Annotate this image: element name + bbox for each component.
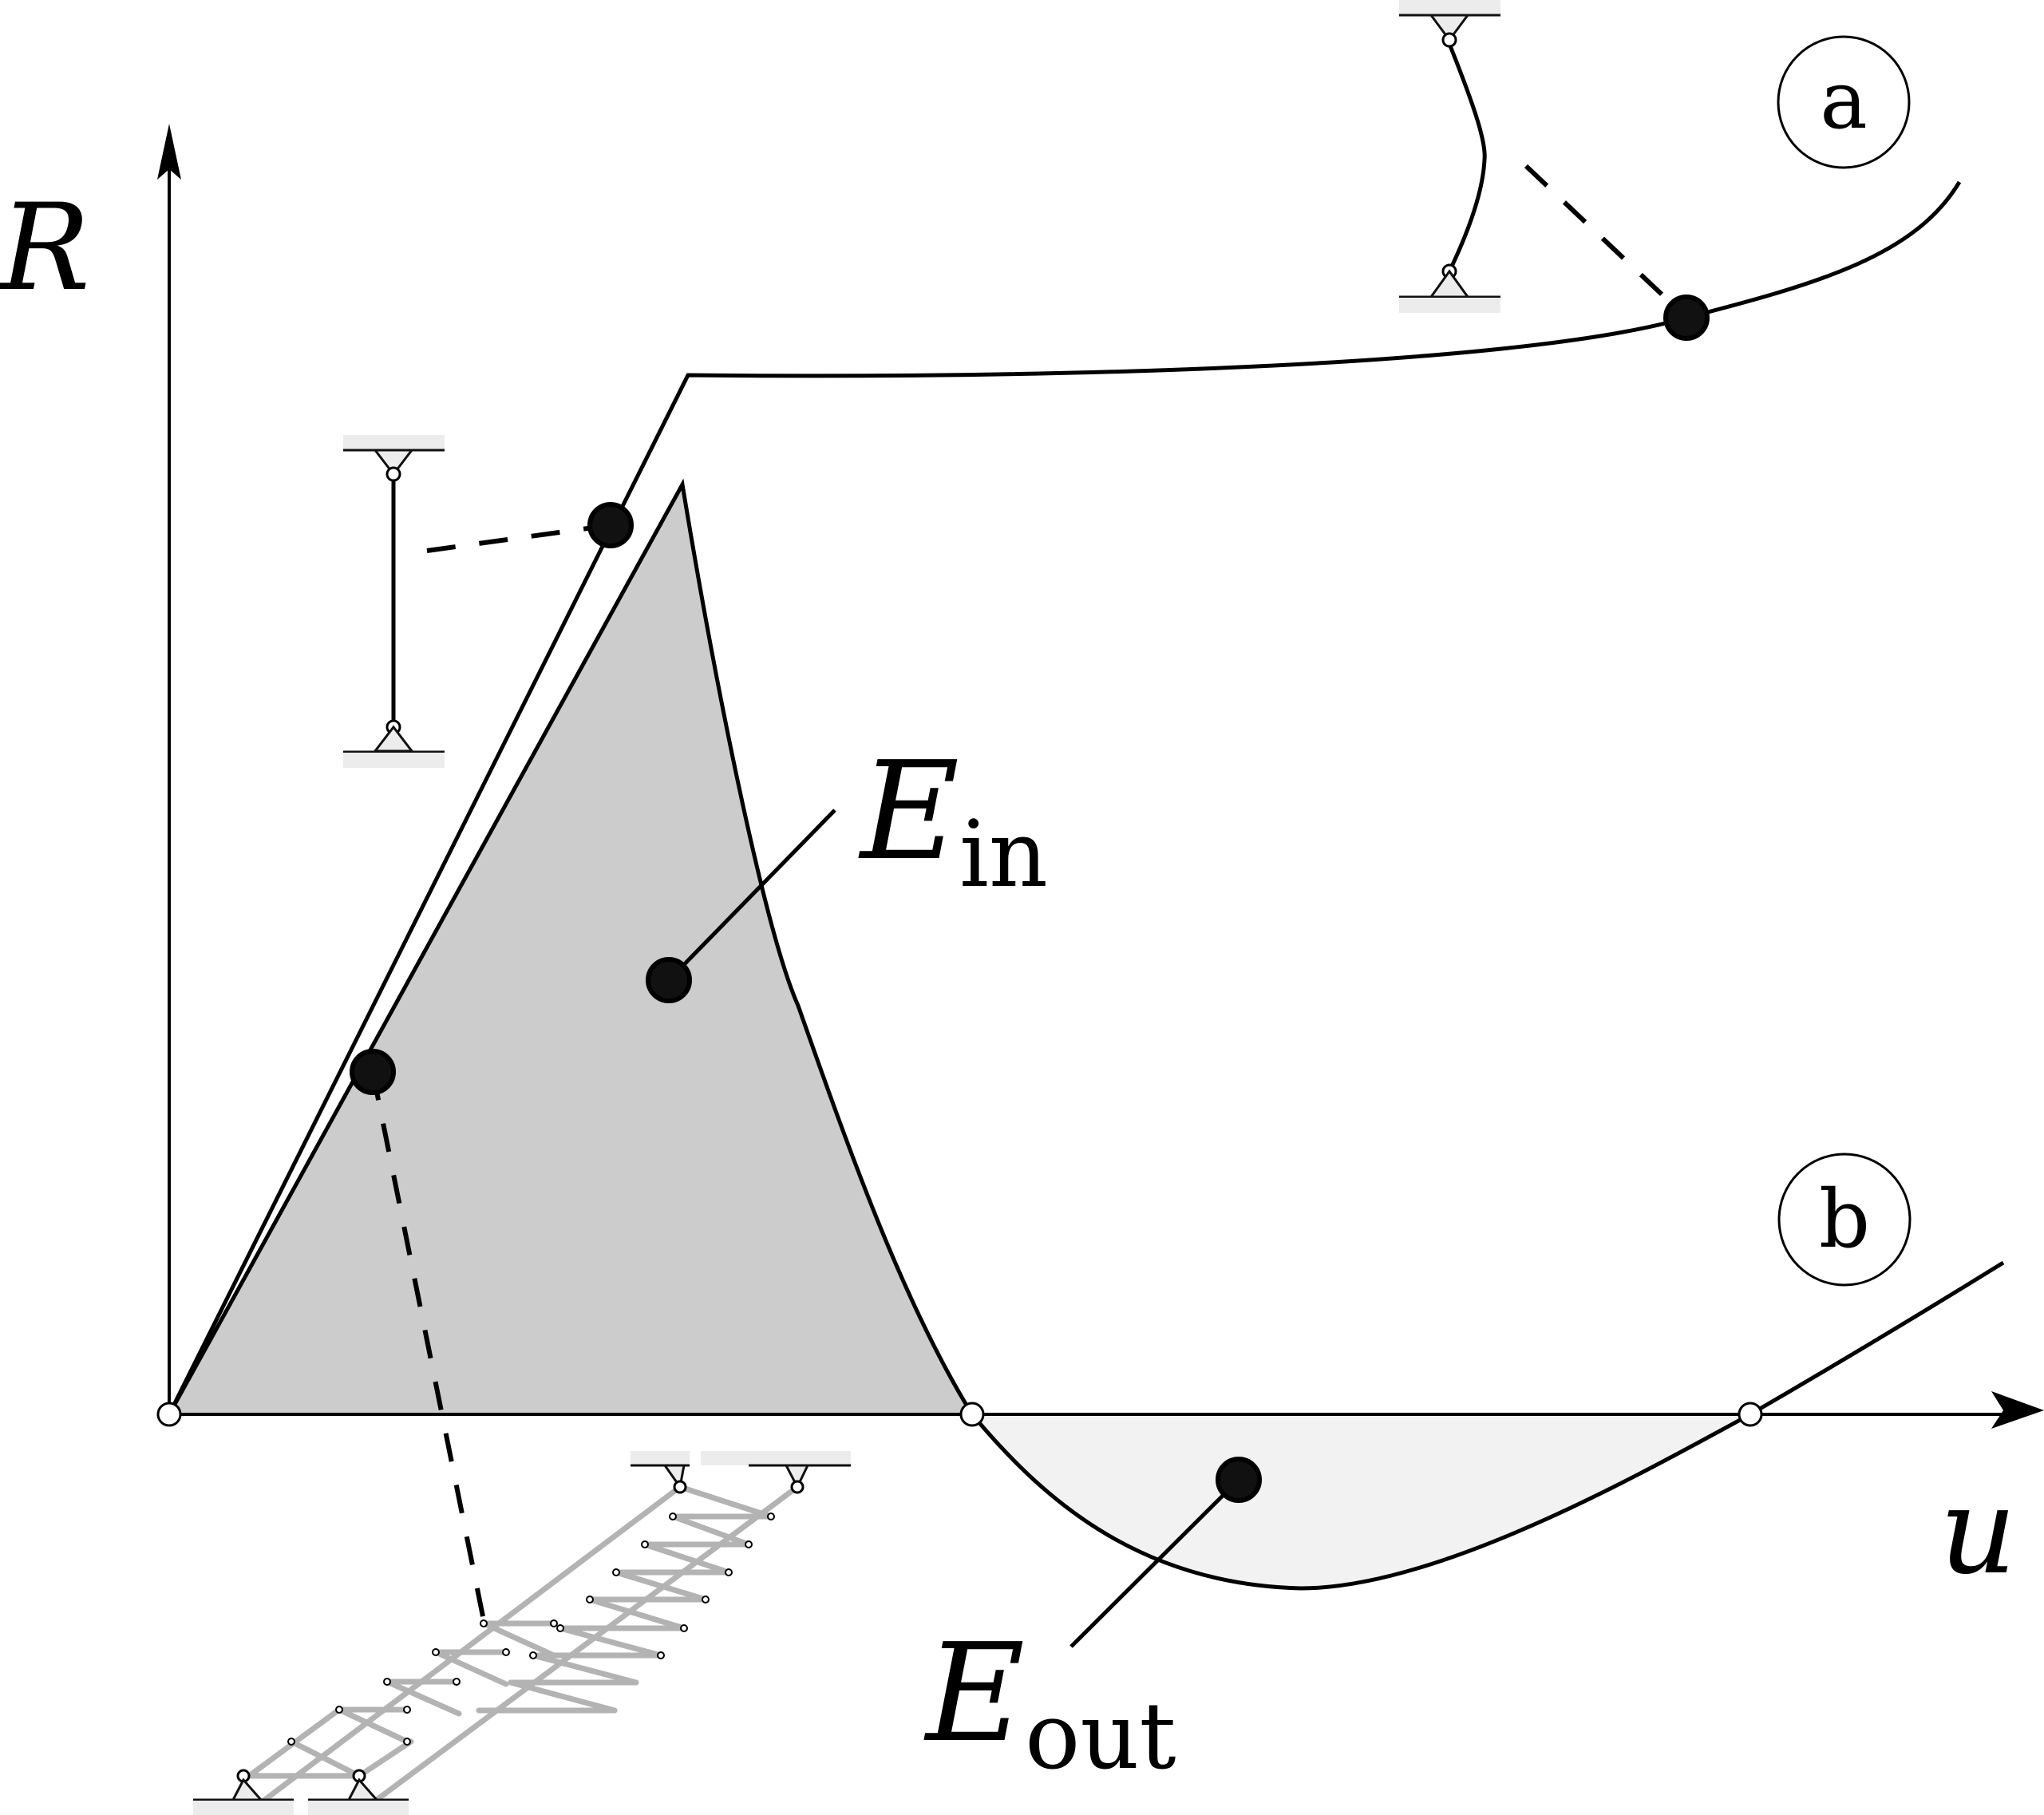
r-axis-label: R [0, 179, 90, 318]
buckled-column-state-dot [1663, 295, 1710, 341]
origin-marker [156, 1402, 182, 1427]
straight-column-link [426, 523, 611, 553]
lattice-truss-inset [193, 1451, 851, 1815]
axes [157, 124, 2044, 1429]
energy-in-region [169, 484, 972, 1414]
u-axis-arrowhead [1991, 1391, 2044, 1429]
curve-a-label: a [1777, 35, 1911, 169]
energy-out-dot [1216, 1457, 1262, 1503]
curve-b-label: b [1777, 1153, 1912, 1287]
energy-in-label: Ein [858, 733, 1048, 908]
energy-in-leader [667, 809, 836, 982]
buckled-column-inset [1399, 0, 1500, 313]
svg-text:a: a [1820, 53, 1868, 147]
energy-out-region [972, 1414, 1750, 1588]
buckled-column-link [1524, 164, 1689, 320]
straight-column-state-dot [587, 502, 634, 548]
zero-crossing-2-marker [1738, 1402, 1763, 1427]
r-axis-arrowhead [157, 124, 181, 180]
curve-a [167, 180, 1962, 1416]
lattice-truss-link [370, 1071, 488, 1629]
energy-out-leader [1069, 1478, 1240, 1648]
energy-out-label: Eout [923, 1615, 1176, 1790]
zero-crossing-1-marker [959, 1402, 985, 1427]
lattice-truss-state-dot [350, 1049, 396, 1095]
svg-text:b: b [1819, 1172, 1870, 1266]
energy-in-dot [646, 957, 692, 1003]
u-axis-label: u [1939, 1462, 2017, 1601]
straight-column-inset [343, 435, 445, 768]
